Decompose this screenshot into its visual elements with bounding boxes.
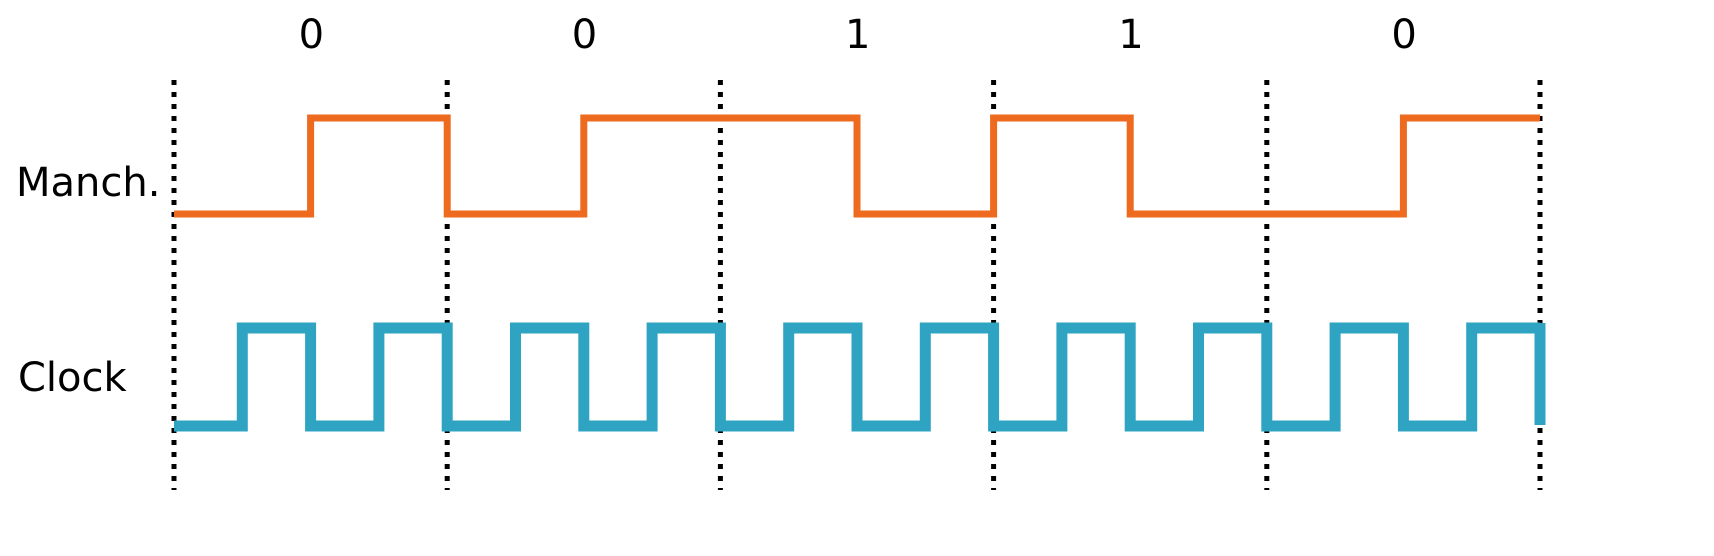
bit-label: 1 [1118,12,1144,58]
bit-label: 1 [845,12,871,58]
bit-label: 0 [1391,12,1417,58]
clock-row-label: Clock [18,355,127,401]
manchester-signal [174,114,1540,218]
manchester-row-label: Manch. [16,160,161,206]
bit-label: 0 [571,12,598,58]
clock-signal [174,322,1540,432]
bit-label: 0 [298,12,325,58]
